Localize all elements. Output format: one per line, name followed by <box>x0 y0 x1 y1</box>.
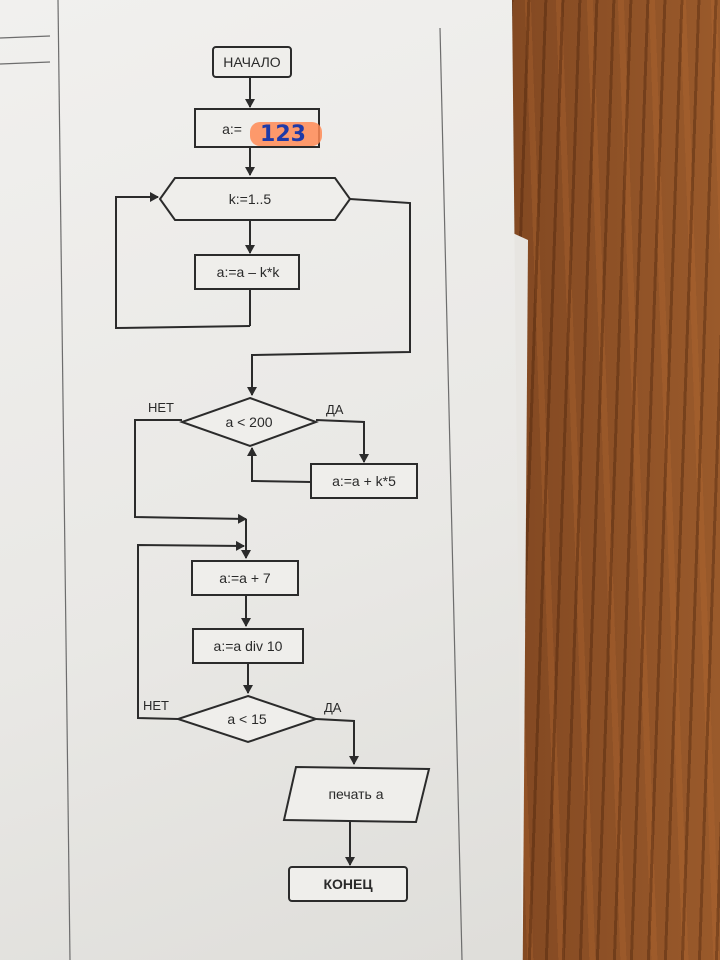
cond1-label: a < 200 <box>225 414 272 430</box>
div10-label: a:=a div 10 <box>214 638 283 654</box>
start-label: НАЧАЛО <box>223 54 281 70</box>
start-terminal <box>212 46 292 78</box>
margin-line <box>57 0 71 960</box>
no-label-2: НЕТ <box>143 698 169 713</box>
add-k5-label: a:=a + k*5 <box>332 473 396 489</box>
arrow-loop-exit <box>247 198 411 396</box>
print-io-block <box>282 765 431 824</box>
assign-a-prefix: a:= <box>222 121 242 137</box>
arrow-back-to-decision-1 <box>247 447 312 483</box>
page-border-line <box>439 27 463 960</box>
decision-a-lt-200 <box>178 396 319 448</box>
end-label: КОНЕЦ <box>323 876 373 892</box>
page-margins <box>0 0 463 960</box>
print-label: печать a <box>328 786 383 802</box>
header-rule <box>0 35 51 39</box>
arrow-loop-return <box>115 192 251 330</box>
yes-label-1: ДА <box>326 402 344 417</box>
arrow-no-branch-2 <box>137 540 245 720</box>
assign-a-value-handwritten: 123 <box>260 122 306 147</box>
arrow-yes-branch-1 <box>315 419 369 463</box>
cond2-label: a < 15 <box>227 711 267 727</box>
div10-block <box>192 628 304 664</box>
subtract-block <box>194 254 300 290</box>
loop-k-label: k:=1..5 <box>229 191 272 207</box>
decision-a-lt-15 <box>174 694 320 744</box>
arrow-no-branch-1 <box>134 419 247 524</box>
no-label-1: НЕТ <box>148 400 174 415</box>
yes-label-2: ДА <box>324 700 342 715</box>
arrow-yes-branch-2 <box>315 718 359 765</box>
add-k5-block <box>310 463 418 499</box>
end-terminal <box>288 866 408 902</box>
highlighter-mark <box>250 122 322 146</box>
subtract-label: a:=a – k*k <box>217 264 281 280</box>
add7-label: a:=a + 7 <box>219 570 271 586</box>
header-rule <box>0 61 51 65</box>
loop-k-hexagon <box>158 177 352 221</box>
